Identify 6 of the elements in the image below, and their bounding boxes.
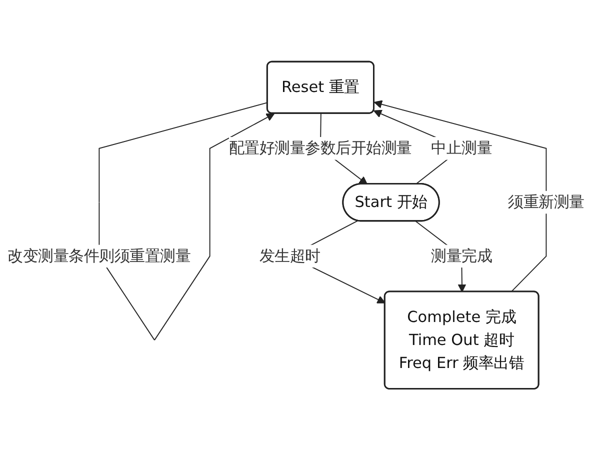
edge-label: 配置好测量参数后开始测量 — [228, 138, 412, 157]
edge-label: 中止测量 — [431, 138, 492, 157]
edge-label: 须重新测量 — [508, 192, 584, 211]
edge-label: 发生超时 — [259, 246, 320, 265]
edge-label: 测量完成 — [431, 246, 492, 265]
edge-label: 改变测量条件则须重置测量 — [8, 246, 191, 265]
